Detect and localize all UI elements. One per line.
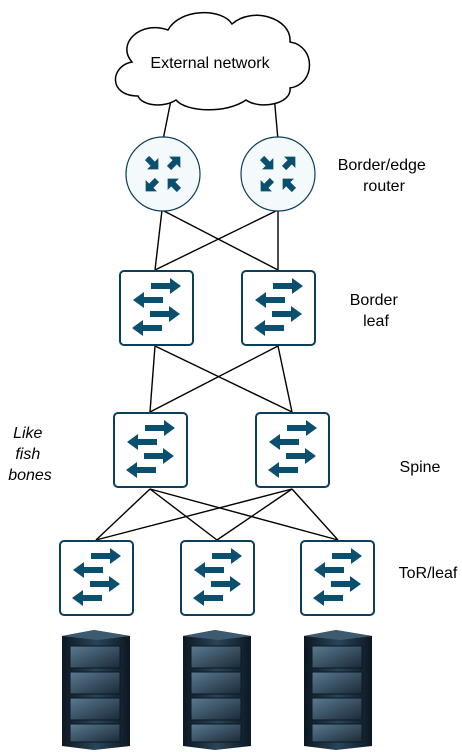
- router-body: [125, 136, 201, 212]
- tier-label-line: Border/edge: [338, 157, 426, 174]
- router-border-1[interactable]: [125, 136, 201, 212]
- switch-body: [180, 540, 255, 616]
- tier-label-line: router: [363, 178, 405, 195]
- switch-icon: [268, 420, 317, 478]
- switch-tor-2[interactable]: [180, 540, 255, 616]
- switch-spine-2[interactable]: [255, 412, 330, 488]
- cloud-icon: External network: [114, 12, 311, 111]
- router-icon: [144, 155, 182, 193]
- link-router2-leaf1: [154, 209, 279, 271]
- tier-label-line: leaf: [363, 313, 389, 330]
- switch-tor-3[interactable]: [300, 540, 375, 616]
- switch-icon: [193, 548, 242, 606]
- server-rack-3[interactable]: [304, 630, 372, 750]
- switch-icon: [313, 548, 362, 606]
- switch-body: [59, 540, 134, 616]
- switch-border-leaf-2[interactable]: [241, 270, 316, 346]
- switch-body: [241, 270, 316, 346]
- tier-label-tor-leaf: ToR/leaf: [399, 565, 458, 582]
- annotation-line: bones: [8, 467, 52, 484]
- switch-body: [113, 412, 188, 488]
- server-rack-2[interactable]: [183, 630, 251, 750]
- tier-label-line: Spine: [400, 459, 441, 476]
- switch-icon: [72, 548, 121, 606]
- link-leaf1-spine1: [149, 345, 156, 413]
- switch-icon: [254, 278, 303, 336]
- annotation-line: fish: [15, 446, 40, 463]
- fish-bones-annotation: Like fish bones: [8, 425, 52, 484]
- link-router1-leaf2: [161, 209, 279, 271]
- tier-label-spine: Spine: [400, 459, 441, 476]
- link-spine2-tor2: [216, 488, 293, 541]
- switch-body: [300, 540, 375, 616]
- tier-label-line: ToR/leaf: [399, 565, 458, 582]
- link-spine2-tor3: [291, 488, 339, 541]
- tier-label-border-leaf: Border leaf: [350, 292, 402, 330]
- switch-spine-1[interactable]: [113, 412, 188, 488]
- server-rack-icon: [183, 630, 251, 750]
- link-spine1-tor3: [149, 488, 339, 541]
- router-icon: [259, 155, 297, 193]
- switch-tor-1[interactable]: [59, 540, 134, 616]
- switch-body: [255, 412, 330, 488]
- link-spine2-tor1: [95, 488, 293, 541]
- tier-labels: Border/edge router Border leaf Spine ToR…: [338, 157, 458, 582]
- tier-label-border-router: Border/edge router: [338, 157, 431, 195]
- cloud-label: External network: [150, 55, 270, 72]
- link-leaf2-spine2: [277, 345, 293, 413]
- links: [95, 94, 339, 541]
- router-body: [240, 136, 316, 212]
- link-router1-leaf1: [154, 209, 163, 271]
- server-rack-icon: [304, 630, 372, 750]
- switch-icon: [126, 420, 175, 478]
- link-leaf1-spine2: [154, 345, 293, 413]
- router-border-2[interactable]: [240, 136, 316, 212]
- link-leaf2-spine1: [149, 345, 279, 413]
- annotation-line: Like: [13, 425, 42, 442]
- tier-label-line: Border: [350, 292, 399, 309]
- server-rack-icon: [62, 630, 130, 750]
- server-rack-1[interactable]: [62, 630, 130, 750]
- switch-icon: [132, 278, 181, 336]
- link-spine1-tor1: [95, 488, 151, 541]
- link-spine1-tor2: [149, 488, 218, 541]
- switch-border-leaf-1[interactable]: [119, 270, 194, 346]
- switch-body: [119, 270, 194, 346]
